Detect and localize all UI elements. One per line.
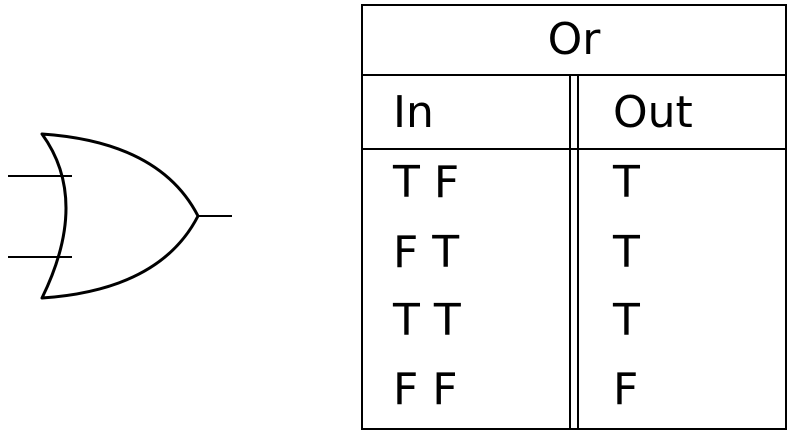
column-divider-right bbox=[577, 76, 579, 428]
row-3-in: T T bbox=[393, 295, 461, 346]
row-1-out: T bbox=[613, 157, 640, 208]
column-divider-left bbox=[569, 76, 571, 428]
row-3-out: T bbox=[613, 295, 640, 346]
row-4-out: F bbox=[613, 364, 639, 415]
header-divider bbox=[363, 148, 785, 150]
row-2-in: F T bbox=[393, 227, 460, 278]
table-title: Or bbox=[363, 6, 785, 76]
truth-table: Or In Out T F T F T T T T T F F F bbox=[361, 4, 787, 430]
or-gate-symbol bbox=[8, 132, 232, 300]
row-1-in: T F bbox=[393, 157, 460, 208]
or-gate-body bbox=[40, 132, 200, 300]
header-out: Out bbox=[613, 87, 693, 138]
row-2-out: T bbox=[613, 227, 640, 278]
header-in: In bbox=[393, 87, 434, 138]
row-4-in: F F bbox=[393, 364, 458, 415]
